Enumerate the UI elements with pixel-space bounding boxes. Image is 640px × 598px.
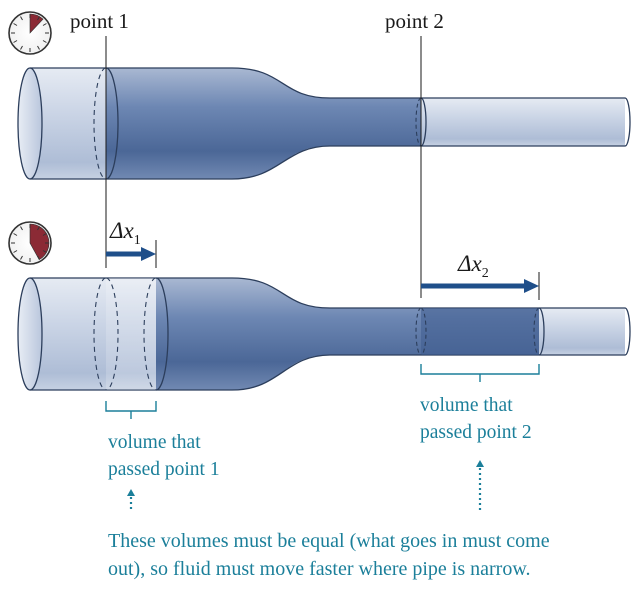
volume-2-region <box>421 308 539 355</box>
dx2-label: Δx2 <box>457 251 489 281</box>
clock-start-icon <box>9 12 51 54</box>
pipe-top <box>18 68 630 179</box>
dx1-label: Δx1 <box>109 218 141 248</box>
volume-1-bracket <box>106 401 156 419</box>
conclusion-line2: out), so fluid must move faster where pi… <box>108 558 531 580</box>
dx1-arrow <box>106 247 156 261</box>
dx2-arrow <box>421 279 539 293</box>
point-1-label: point 1 <box>70 9 129 33</box>
point-2-label: point 2 <box>385 9 444 33</box>
pipe-top-light-narrow <box>421 98 625 146</box>
volume-2-caption-line1: volume that <box>420 395 513 416</box>
volume-2-bracket <box>421 364 539 382</box>
clock-later-icon <box>9 222 51 264</box>
pipe-top-opening <box>18 68 42 179</box>
volume-1-caption-line1: volume that <box>108 432 201 453</box>
pointer-arrow-2 <box>476 460 484 512</box>
volume-2-caption-line2: passed point 2 <box>420 422 532 443</box>
pipe-bottom-light-narrow <box>539 308 625 355</box>
pointer-arrow-1 <box>127 489 135 512</box>
volume-1-caption-line2: passed point 1 <box>108 459 220 480</box>
pipe-bottom <box>18 278 630 390</box>
volume-1-region <box>106 278 156 390</box>
conclusion-line1: These volumes must be equal (what goes i… <box>108 530 550 552</box>
pipe-bottom-opening <box>18 278 42 390</box>
